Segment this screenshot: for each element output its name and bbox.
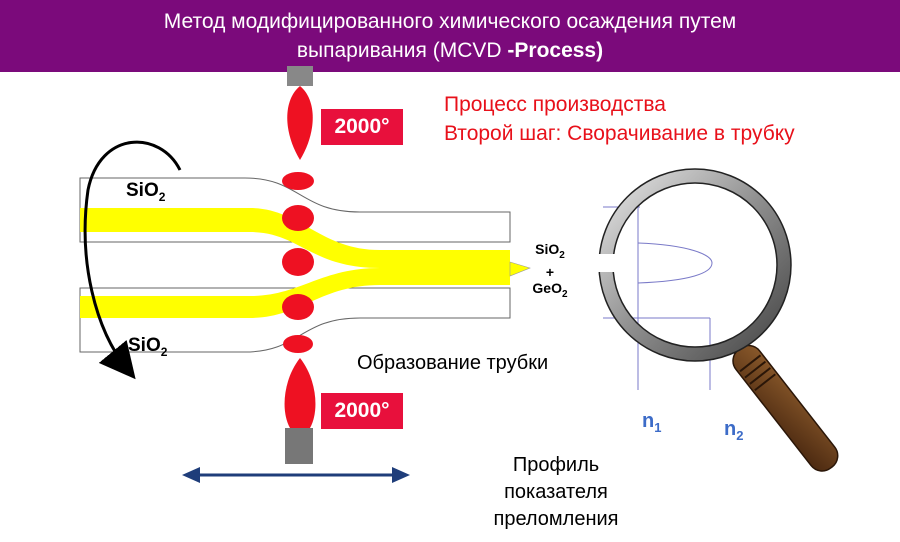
mix-label: SiO2 + GeO2 — [522, 241, 578, 303]
mix-sio2: SiO2 — [522, 241, 578, 264]
heat-blob-2 — [282, 205, 314, 231]
output-arrow — [509, 261, 531, 277]
profile-label: Профиль показателя преломления — [476, 452, 636, 533]
tube-formation-label: Образование трубки — [357, 352, 549, 374]
n2-base: n — [724, 418, 737, 440]
title-line-1: Метод модифицированного химического осаж… — [163, 10, 737, 33]
traverse-arrow — [182, 467, 410, 483]
magnifier-ring — [599, 169, 791, 361]
mix-sio2-sub: 2 — [559, 249, 565, 261]
heat-blob-1 — [282, 172, 314, 190]
top-flame — [287, 86, 313, 160]
title-banner: Метод модифицированного химического осаж… — [0, 0, 900, 72]
profile-line-2: показателя — [504, 481, 608, 503]
magnifier-icon — [594, 168, 839, 472]
lower-yellow-layer — [80, 268, 510, 318]
n2-sub: 2 — [736, 428, 744, 443]
top-burner-nozzle — [287, 66, 313, 86]
magnifier-handle — [732, 344, 839, 472]
process-note: Процесс производства Второй шаг: Сворачи… — [444, 90, 795, 148]
index-profile — [603, 206, 713, 390]
mix-sio2-base: SiO — [535, 241, 560, 257]
heat-blob-4 — [282, 294, 314, 320]
temperature-bottom: 2000° — [321, 393, 403, 429]
sio2-bottom-sub: 2 — [160, 344, 168, 359]
upper-yellow-layer — [80, 208, 510, 268]
heat-blob-5 — [283, 335, 313, 353]
profile-line-1: Профиль — [512, 454, 600, 476]
title-line-2: выпаривания (MCVD -Process) — [0, 36, 900, 65]
title-line-2-plain: выпаривания (MCVD — [296, 39, 508, 62]
process-note-line-1: Процесс производства — [444, 93, 666, 116]
sio2-top-sub: 2 — [158, 189, 166, 204]
mix-geo2-base: GeO — [532, 279, 562, 296]
temperature-top: 2000° — [321, 109, 403, 145]
sio2-label-top: SiO2 — [126, 180, 165, 204]
bottom-burner-nozzle — [285, 428, 313, 464]
heat-blob-3 — [282, 248, 314, 276]
n1-base: n — [642, 410, 655, 432]
n2-label: n2 — [724, 418, 743, 443]
mix-geo2: GeO2 — [522, 280, 578, 303]
bottom-flame — [284, 358, 316, 428]
rotation-arrow — [83, 140, 182, 380]
process-note-line-2: Второй шаг: Сворачивание в трубку — [444, 122, 795, 145]
title-line-2-bold: -Process) — [507, 39, 604, 62]
sio2-bottom-base: SiO — [128, 335, 161, 356]
profile-line-3: преломления — [493, 508, 619, 530]
mix-plus: + — [545, 263, 555, 280]
n1-sub: 1 — [654, 420, 662, 435]
mix-geo2-sub: 2 — [562, 288, 568, 300]
n1-label: n1 — [642, 410, 661, 435]
sio2-label-bottom: SiO2 — [128, 335, 167, 359]
sio2-top-base: SiO — [126, 180, 159, 201]
